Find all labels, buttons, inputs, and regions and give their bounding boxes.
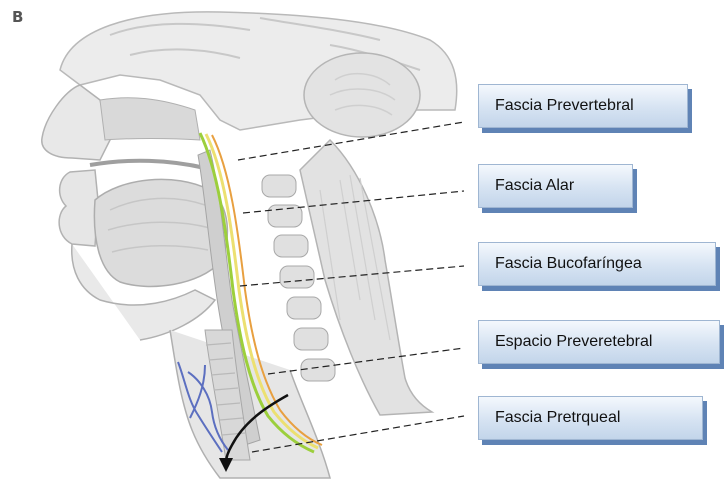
label-espacio-preveretebral: Espacio Preveretebral bbox=[478, 320, 720, 364]
label-fascia-prevertebral: Fascia Prevertebral bbox=[478, 84, 688, 128]
label-fascia-pretrqueal: Fascia Pretrqueal bbox=[478, 396, 703, 440]
label-fascia-alar: Fascia Alar bbox=[478, 164, 633, 208]
cerebellum bbox=[304, 53, 420, 137]
lips bbox=[59, 170, 98, 246]
nose bbox=[42, 85, 110, 160]
label-fascia-bucofaringea: Fascia Bucofaríngea bbox=[478, 242, 716, 286]
